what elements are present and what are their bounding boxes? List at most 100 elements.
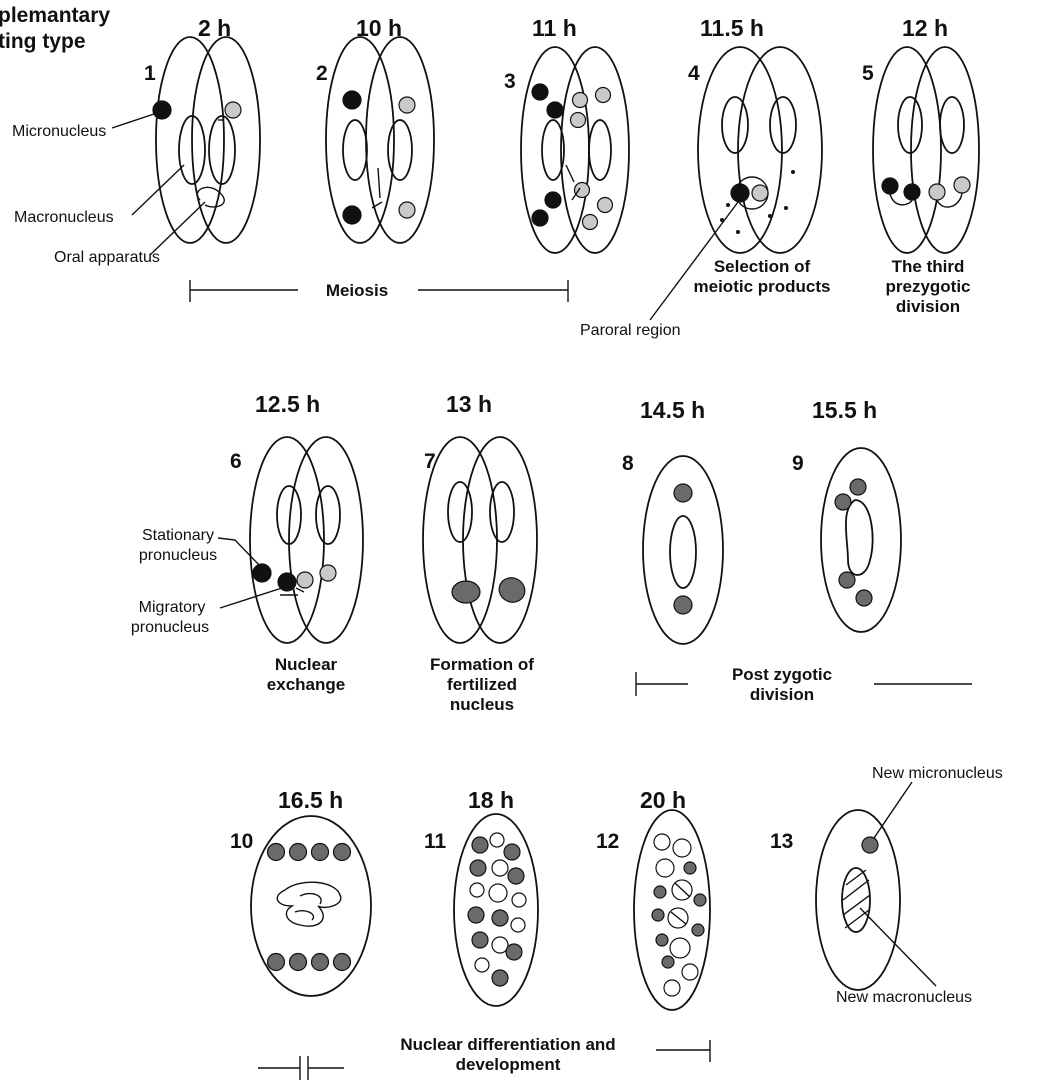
pointer-oral-apparatus: [150, 202, 205, 255]
stage-9-nucleus-2: [835, 494, 851, 510]
stage-4-macronucleus-right: [770, 97, 796, 153]
stage-4-macronucleus-left: [722, 97, 748, 153]
stage-3-micronucleus-black-3: [545, 192, 561, 208]
stage-3-micronucleus-light-5: [598, 198, 613, 213]
element-45: [662, 956, 674, 968]
element-39: [694, 894, 706, 906]
element-22: [470, 883, 484, 897]
stage-1-micronucleus-black: [153, 101, 171, 119]
stage-10-fragmenting-macronucleus: [277, 882, 341, 926]
stage-3-micronucleus-black-2: [547, 102, 563, 118]
label-new-macronucleus: New macronucleus: [836, 989, 972, 1006]
stage-9: 15.5 h 9: [792, 397, 901, 632]
stage-3-macronucleus-right: [589, 120, 611, 180]
stage-3-number: 3: [504, 70, 516, 93]
element-15: [295, 894, 321, 920]
element-16: [472, 837, 488, 853]
element-32: [492, 970, 508, 986]
element-31: [475, 958, 489, 972]
stage-11-number: 11: [424, 830, 447, 853]
stage-1-cell-right: [192, 37, 260, 243]
element-7: [268, 844, 285, 861]
stage-12-number: 12: [596, 830, 619, 853]
label-macronucleus: Macronucleus: [14, 209, 114, 226]
pointer-stationary: [218, 538, 260, 566]
stage-5: 12 h 5: [862, 15, 979, 253]
pointer-new-macronucleus: [860, 908, 936, 986]
stage-4-time: 11.5 h: [700, 15, 764, 41]
element-19: [470, 860, 486, 876]
stage-6-macronucleus-right: [316, 486, 340, 544]
caption-differentiation-1: Nuclear differentiation and: [400, 1035, 615, 1054]
element-33: [654, 834, 670, 850]
caption-selection-1: Selection of: [714, 257, 811, 276]
pointer-micronucleus: [112, 112, 160, 128]
element-51: [843, 880, 869, 900]
element-9: [312, 844, 329, 861]
stage-7-cell-right: [463, 437, 537, 643]
stage-6-cell-left: [250, 437, 324, 643]
stage-8-time: 14.5 h: [640, 397, 705, 423]
caption-meiosis: Meiosis: [326, 281, 388, 300]
header-line-2: ting type: [0, 30, 86, 53]
stage-5-number: 5: [862, 62, 874, 85]
stage-7-cell-left: [423, 437, 497, 643]
label-paroral-region: Paroral region: [580, 322, 681, 339]
stage-4-degenerating-5: [784, 206, 788, 210]
stage-9-macronucleus: [846, 500, 873, 575]
stage-6-time: 12.5 h: [255, 391, 320, 417]
stage-9-nucleus-3: [839, 572, 855, 588]
element-40: [652, 909, 664, 921]
caption-formation-3: nucleus: [450, 695, 514, 714]
element-42: [692, 924, 704, 936]
caption-third-2: prezygotic: [885, 277, 970, 296]
stage-13: 13: [770, 810, 900, 990]
element-20: [492, 860, 508, 876]
stage-2-micronucleus-black-bottom: [343, 206, 361, 224]
stage-3-cell-left: [521, 47, 589, 253]
caption-formation-1: Formation of: [430, 655, 534, 674]
stage-13-cell: [816, 810, 900, 990]
stage-10: 16.5 h 10: [230, 787, 371, 996]
element-46: [682, 964, 698, 980]
element-27: [511, 918, 525, 932]
stage-8: 14.5 h 8: [622, 397, 723, 644]
element-24: [512, 893, 526, 907]
stage-7-macronucleus-right: [490, 482, 514, 542]
stage-3-micronucleus-light-1: [573, 93, 588, 108]
caption-third-1: The third: [892, 257, 965, 276]
stage-4-degenerating-3: [736, 230, 740, 234]
element-26: [492, 910, 508, 926]
stage-8-zygotic-nucleus-bottom: [674, 596, 692, 614]
caption-exchange-1: Nuclear: [275, 655, 338, 674]
element-47: [664, 980, 680, 996]
stage-4-degenerating-1: [726, 203, 730, 207]
element-34: [673, 839, 691, 857]
stage-4-selected-light: [752, 185, 768, 201]
element-14: [334, 954, 351, 971]
stage-5-micronucleus-light-2: [954, 177, 970, 193]
stage-13-number: 13: [770, 830, 793, 853]
stage-3-micronucleus-light-3: [571, 113, 586, 128]
element-25: [468, 907, 484, 923]
stage-6: 12.5 h 6: [230, 391, 363, 643]
stage-5-macronucleus-left: [898, 97, 922, 153]
label-micronucleus: Micronucleus: [12, 123, 106, 140]
element-18: [504, 844, 520, 860]
stage-10-cell: [251, 816, 371, 996]
stage-11-time: 18 h: [468, 787, 514, 813]
element-13: [312, 954, 329, 971]
stage-3-micronucleus-light-6: [583, 215, 598, 230]
stage-4-number: 4: [688, 62, 700, 85]
caption-differentiation-2: development: [456, 1055, 561, 1074]
stage-2-micronucleus-light-bottom: [399, 202, 415, 218]
stage-5-micronucleus-black-2: [904, 184, 920, 200]
element-28: [472, 932, 488, 948]
caption-postzygotic-2: division: [750, 685, 814, 704]
element-8: [290, 844, 307, 861]
stage-8-macronucleus: [670, 516, 696, 588]
stage-4-degenerating-4: [768, 214, 772, 218]
caption-postzygotic-1: Post zygotic: [732, 665, 832, 684]
element-35: [684, 862, 696, 874]
